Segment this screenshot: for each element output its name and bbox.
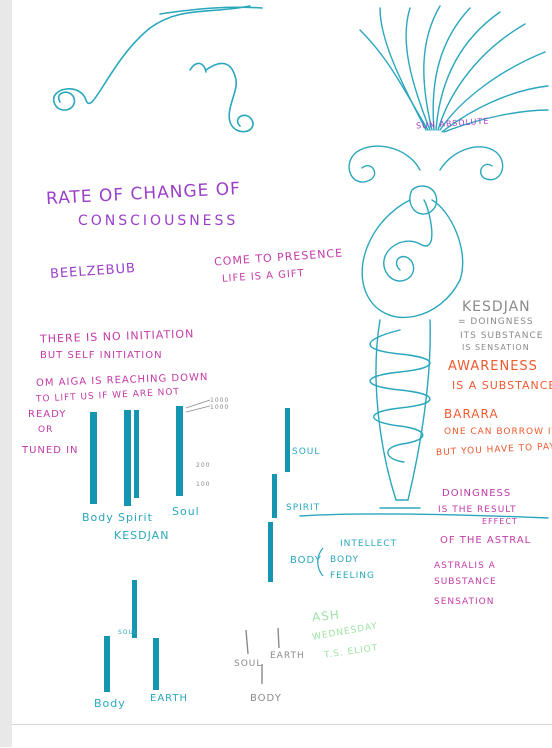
feeling-label: FEELING: [330, 572, 375, 581]
body-bar: [90, 412, 97, 504]
body-gray-label: BODY: [250, 694, 282, 704]
body-stack-label: BODY: [290, 556, 322, 566]
soul-bar: [176, 406, 183, 496]
substance-note: SUBSTANCE: [434, 578, 497, 587]
ash-note: ASH: [311, 609, 340, 624]
soul-bottom-label: SOUL: [118, 630, 138, 636]
or-note: OR: [38, 426, 53, 435]
body-spirit-soul-bars: [90, 400, 210, 506]
consciousness-note: CONSCIOUSNESS: [78, 214, 238, 228]
spirit-bar-1: [124, 410, 131, 506]
intellect-label: INTELLECT: [340, 540, 397, 549]
body-earth-bars: [104, 580, 159, 692]
is-sensation-note: IS SENSATION: [462, 344, 530, 352]
sensation-note: SENSATION: [434, 598, 494, 607]
top-left-spiral-doodles: [54, 6, 262, 132]
is-the-result-note: IS THE RESULT: [438, 506, 517, 515]
no-initiation-line2: BUT SELF INITIATION: [40, 351, 163, 361]
of-the-astral-note: OF THE ASTRAL: [440, 536, 531, 546]
tick-100: 100: [196, 482, 210, 488]
tuned-in-note: TUNED IN: [22, 446, 79, 456]
earth-gray-label: EARTH: [270, 652, 305, 661]
is-a-substance-note: IS A SUBSTANCE: [452, 380, 552, 391]
ready-note: READY: [28, 410, 66, 420]
effect-note: EFFECT: [482, 518, 518, 526]
astralis-a-note: ASTRALIS A: [434, 562, 496, 571]
kesdjan-bar-label: KESDJAN: [114, 530, 169, 541]
body-bottom-label: Body: [94, 698, 126, 709]
soul-gray-label: SOUL: [234, 660, 262, 669]
tick-200: 200: [196, 463, 210, 469]
awareness-note: AWARENESS: [448, 360, 538, 373]
soul-stack-label: SOUL: [292, 448, 320, 457]
doingness-note: DOINGNESS: [442, 489, 511, 499]
soul-bar-label: Soul: [172, 506, 200, 517]
kesdjan-right-note: KESDJAN: [462, 300, 531, 314]
spirit-stack-label: SPIRIT: [286, 504, 320, 513]
body-sub-label: BODY: [330, 556, 359, 565]
spirit-bar-2: [134, 410, 139, 498]
earth-bottom-label: EARTH: [150, 694, 188, 704]
tick-1000-b: 1000: [210, 405, 229, 411]
one-can-borrow-note: ONE CAN BORROW IT: [444, 428, 552, 437]
ascending-figure-drawing: [300, 6, 548, 518]
body-bar-label: Body: [82, 512, 114, 523]
spirit-bar-label: Spirit: [118, 512, 153, 523]
barara-note: BARARA: [444, 408, 499, 420]
its-substance-note: ITS SUBSTANCE: [460, 332, 543, 341]
doingness-equals-note: = DOINGNESS: [458, 318, 534, 327]
